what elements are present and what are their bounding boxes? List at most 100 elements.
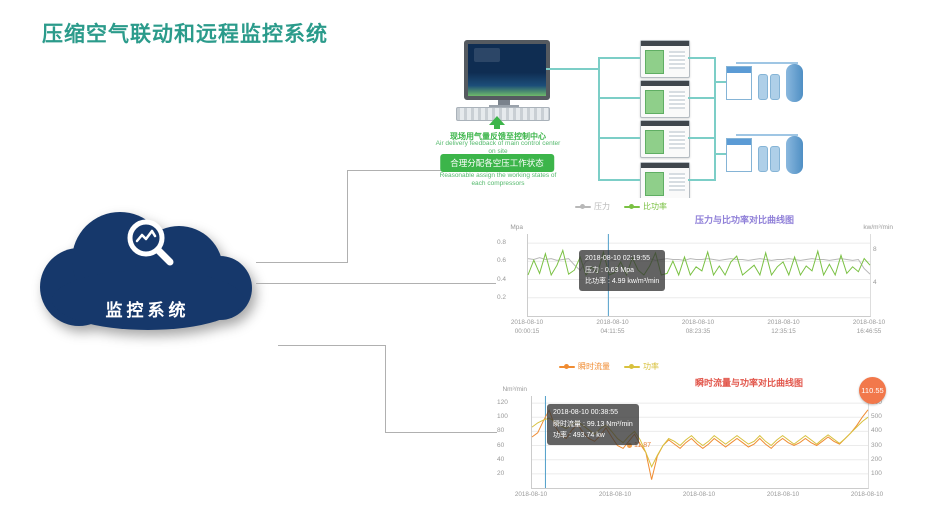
pipe-line bbox=[600, 179, 640, 181]
compressor-unit bbox=[640, 120, 690, 158]
pipe-line bbox=[688, 97, 714, 99]
keyboard bbox=[456, 107, 550, 121]
air-tank bbox=[786, 64, 803, 102]
filter-cylinder bbox=[770, 74, 780, 100]
plot-area bbox=[527, 234, 871, 317]
connector-line bbox=[385, 432, 497, 433]
compressor-unit bbox=[640, 162, 690, 200]
y-axis-tick: 0.8 bbox=[497, 239, 507, 247]
connector-line bbox=[256, 262, 347, 263]
connector-line bbox=[278, 345, 385, 346]
chart-tooltip: 2018-08-10 00:38:55 瞬时流量 : 99.13 Nm³/min… bbox=[547, 404, 639, 445]
pipe-line bbox=[688, 57, 714, 59]
y-axis-tick: 4 bbox=[873, 279, 877, 287]
legend-label: 功率 bbox=[643, 362, 659, 371]
tooltip-row: 比功率 : 4.99 kw/m³/min bbox=[585, 278, 660, 286]
x-axis-tick: 2018-08-10 bbox=[682, 491, 716, 498]
air-treatment-equipment bbox=[726, 132, 812, 178]
x-axis-tick: 2018-08-10 bbox=[514, 491, 548, 498]
legend-label: 压力 bbox=[594, 202, 610, 211]
pipe-line bbox=[598, 57, 600, 181]
compressor-top bbox=[641, 121, 689, 126]
y-axis-tick: 40 bbox=[497, 455, 505, 463]
dryer-stripe bbox=[727, 67, 751, 73]
compressor-top bbox=[641, 41, 689, 46]
filter-cylinder bbox=[758, 146, 768, 172]
air-treatment-equipment bbox=[726, 60, 812, 106]
y-axis-tick: 80 bbox=[497, 427, 505, 435]
y-axis-tick: 100 bbox=[871, 469, 882, 477]
up-arrow-icon bbox=[489, 116, 505, 125]
chart-legend: 压力 比功率 bbox=[575, 201, 667, 212]
compressor-unit bbox=[640, 80, 690, 118]
y-axis-unit-right: kw/m³/min bbox=[863, 224, 893, 231]
tooltip-row: 压力 : 0.63 Mpa bbox=[585, 266, 635, 274]
cloud-shape bbox=[52, 270, 244, 330]
magnifier-chart-icon bbox=[120, 212, 180, 272]
compressor-door bbox=[645, 172, 664, 196]
legend-label: 瞬时流量 bbox=[578, 362, 610, 371]
tooltip-row: 瞬时流量 : 99.13 Nm³/min bbox=[553, 420, 633, 428]
compressor-door bbox=[645, 130, 664, 154]
dryer-stripe bbox=[727, 139, 751, 145]
filter-cylinder bbox=[770, 146, 780, 172]
legend-line-icon bbox=[575, 204, 591, 209]
pipe-line bbox=[688, 137, 714, 139]
feedback-label-cn: 现场用气量反馈至控制中心 bbox=[450, 132, 546, 141]
compressor-vents bbox=[669, 131, 685, 149]
legend-label: 比功率 bbox=[643, 202, 667, 211]
legend-item-pressure[interactable]: 压力 bbox=[575, 201, 610, 212]
dryer-unit bbox=[726, 66, 752, 100]
equipment-pipe bbox=[736, 134, 798, 136]
connector-line bbox=[347, 170, 443, 171]
connector-line bbox=[385, 345, 386, 433]
pipe-line bbox=[716, 153, 726, 155]
y-axis-tick: 0.6 bbox=[497, 257, 507, 265]
y-axis-tick: 100 bbox=[497, 413, 508, 421]
control-computer-monitor bbox=[464, 40, 550, 100]
compressor-door bbox=[645, 90, 664, 114]
y-axis-tick: 20 bbox=[497, 469, 505, 477]
up-arrow-stem bbox=[494, 124, 500, 129]
filter-cylinder bbox=[758, 74, 768, 100]
equipment-pipe bbox=[736, 62, 798, 64]
assign-label-box: 合理分配各空压工作状态 bbox=[440, 154, 554, 172]
page-title: 压缩空气联动和远程监控系统 bbox=[42, 23, 328, 46]
legend-item-power[interactable]: 功率 bbox=[624, 361, 659, 372]
legend-line-icon bbox=[624, 364, 640, 369]
air-tank bbox=[786, 136, 803, 174]
min-point-dot bbox=[627, 443, 632, 448]
compressor-door bbox=[645, 50, 664, 74]
y-axis-unit-left: Nm³/min bbox=[502, 386, 527, 393]
chart-title: 瞬时流量与功率对比曲线图 bbox=[695, 378, 804, 388]
legend-item-flow[interactable]: 瞬时流量 bbox=[559, 361, 610, 372]
y-axis-tick: 8 bbox=[873, 246, 877, 254]
chart-legend: 瞬时流量 功率 bbox=[559, 361, 659, 372]
pipe-line bbox=[600, 97, 640, 99]
compressor-top bbox=[641, 163, 689, 168]
pressure-power-chart: 压力 比功率 压力与比功率对比曲线图 Mpa kw/m³/min 2018-08… bbox=[497, 198, 893, 350]
pipe-line bbox=[688, 179, 714, 181]
pipe-line bbox=[716, 81, 726, 83]
legend-line-icon bbox=[624, 204, 640, 209]
pipe-line bbox=[714, 57, 716, 181]
x-axis-tick: 2018-08-10 bbox=[766, 491, 800, 498]
chart-canvas bbox=[527, 234, 871, 316]
y-axis-tick: 400 bbox=[871, 427, 882, 435]
legend-line-icon bbox=[559, 364, 575, 369]
screen-glare bbox=[474, 48, 500, 62]
tooltip-time: 2018-08-10 02:19:55 bbox=[585, 255, 650, 262]
legend-item-specific-power[interactable]: 比功率 bbox=[624, 201, 667, 212]
compressor-unit bbox=[640, 40, 690, 78]
tooltip-time: 2018-08-10 00:38:55 bbox=[553, 409, 618, 416]
y-axis-tick: 60 bbox=[497, 441, 505, 449]
max-value-badge: 110.55 bbox=[859, 377, 886, 404]
compressor-vents bbox=[669, 91, 685, 109]
cloud-label: 监控系统 bbox=[105, 301, 190, 320]
y-axis-tick: 0.2 bbox=[497, 293, 507, 301]
monitor-stand-base bbox=[489, 105, 519, 108]
tooltip-row: 功率 : 493.74 kw bbox=[553, 432, 605, 440]
x-axis-tick: 2018-08-10 bbox=[850, 491, 884, 498]
